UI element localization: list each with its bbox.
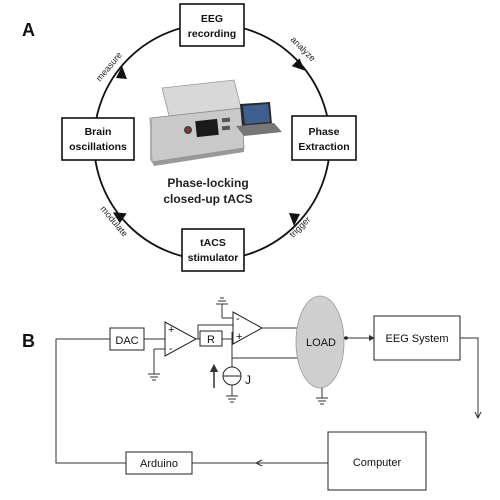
computer-label: Computer bbox=[353, 457, 402, 469]
dac-block: DAC bbox=[109, 327, 145, 351]
node-eeg-recording: EEG recording bbox=[179, 3, 245, 47]
arrow-trigger bbox=[289, 213, 300, 226]
current-source-label: J bbox=[245, 373, 251, 387]
node-brain-oscillations: Brain oscillations bbox=[61, 117, 135, 161]
arrow-modulate bbox=[112, 212, 127, 224]
arduino-label: Arduino bbox=[140, 458, 178, 470]
node-brain-oscillations-line2: oscillations bbox=[69, 141, 127, 153]
arc-label-analyze: analyze bbox=[289, 34, 318, 63]
node-phase-extraction-line1: Phase bbox=[309, 126, 340, 138]
stimulator-device-image bbox=[149, 79, 245, 166]
load-element: LOAD bbox=[295, 295, 345, 405]
load-label: LOAD bbox=[306, 337, 336, 349]
eeg-system-label: EEG System bbox=[386, 333, 449, 345]
computer-block: Computer bbox=[327, 431, 427, 491]
ground-symbol-j bbox=[226, 395, 238, 403]
center-title-line1: Phase-locking bbox=[167, 176, 248, 190]
wire-eeg-computer bbox=[460, 337, 479, 418]
node-phase-extraction: Phase Extraction bbox=[291, 115, 357, 161]
node-tacs-stimulator-line1: tACS bbox=[200, 237, 226, 249]
node-tacs-stimulator-line2: stimulator bbox=[188, 252, 239, 264]
opamp-2-plus: + bbox=[236, 331, 242, 343]
ground-symbol-1 bbox=[148, 373, 160, 381]
resistor-label: R bbox=[207, 334, 215, 346]
laptop-image bbox=[236, 102, 282, 136]
arduino-block: Arduino bbox=[125, 451, 193, 475]
node-brain-oscillations-line1: Brain bbox=[85, 126, 112, 138]
arrow-measure bbox=[116, 66, 127, 79]
opamp-2: - + bbox=[232, 311, 264, 345]
arrow-analyze bbox=[291, 58, 305, 71]
wire-loop-left bbox=[55, 338, 126, 464]
node-eeg-recording-line1: EEG bbox=[201, 13, 223, 25]
opamp-1-minus: - bbox=[169, 343, 173, 355]
opamp-1-plus: + bbox=[168, 324, 174, 336]
ground-symbol-load bbox=[316, 397, 328, 405]
center-title-line2: closed-up tACS bbox=[163, 192, 252, 206]
eeg-system-block: EEG System bbox=[373, 315, 461, 361]
node-phase-extraction-line2: Extraction bbox=[298, 141, 349, 153]
node-eeg-recording-line2: recording bbox=[188, 28, 236, 40]
current-source: J bbox=[209, 358, 251, 403]
opamp-1: + - bbox=[164, 321, 198, 357]
panel-a-label: A bbox=[22, 20, 35, 40]
dac-label: DAC bbox=[115, 335, 138, 347]
node-tacs-stimulator: tACS stimulator bbox=[181, 228, 245, 272]
panel-b-label: B bbox=[22, 331, 35, 351]
opamp-2-minus: - bbox=[236, 313, 240, 325]
resistor: R bbox=[199, 330, 223, 347]
ground-symbol-top bbox=[216, 297, 228, 305]
